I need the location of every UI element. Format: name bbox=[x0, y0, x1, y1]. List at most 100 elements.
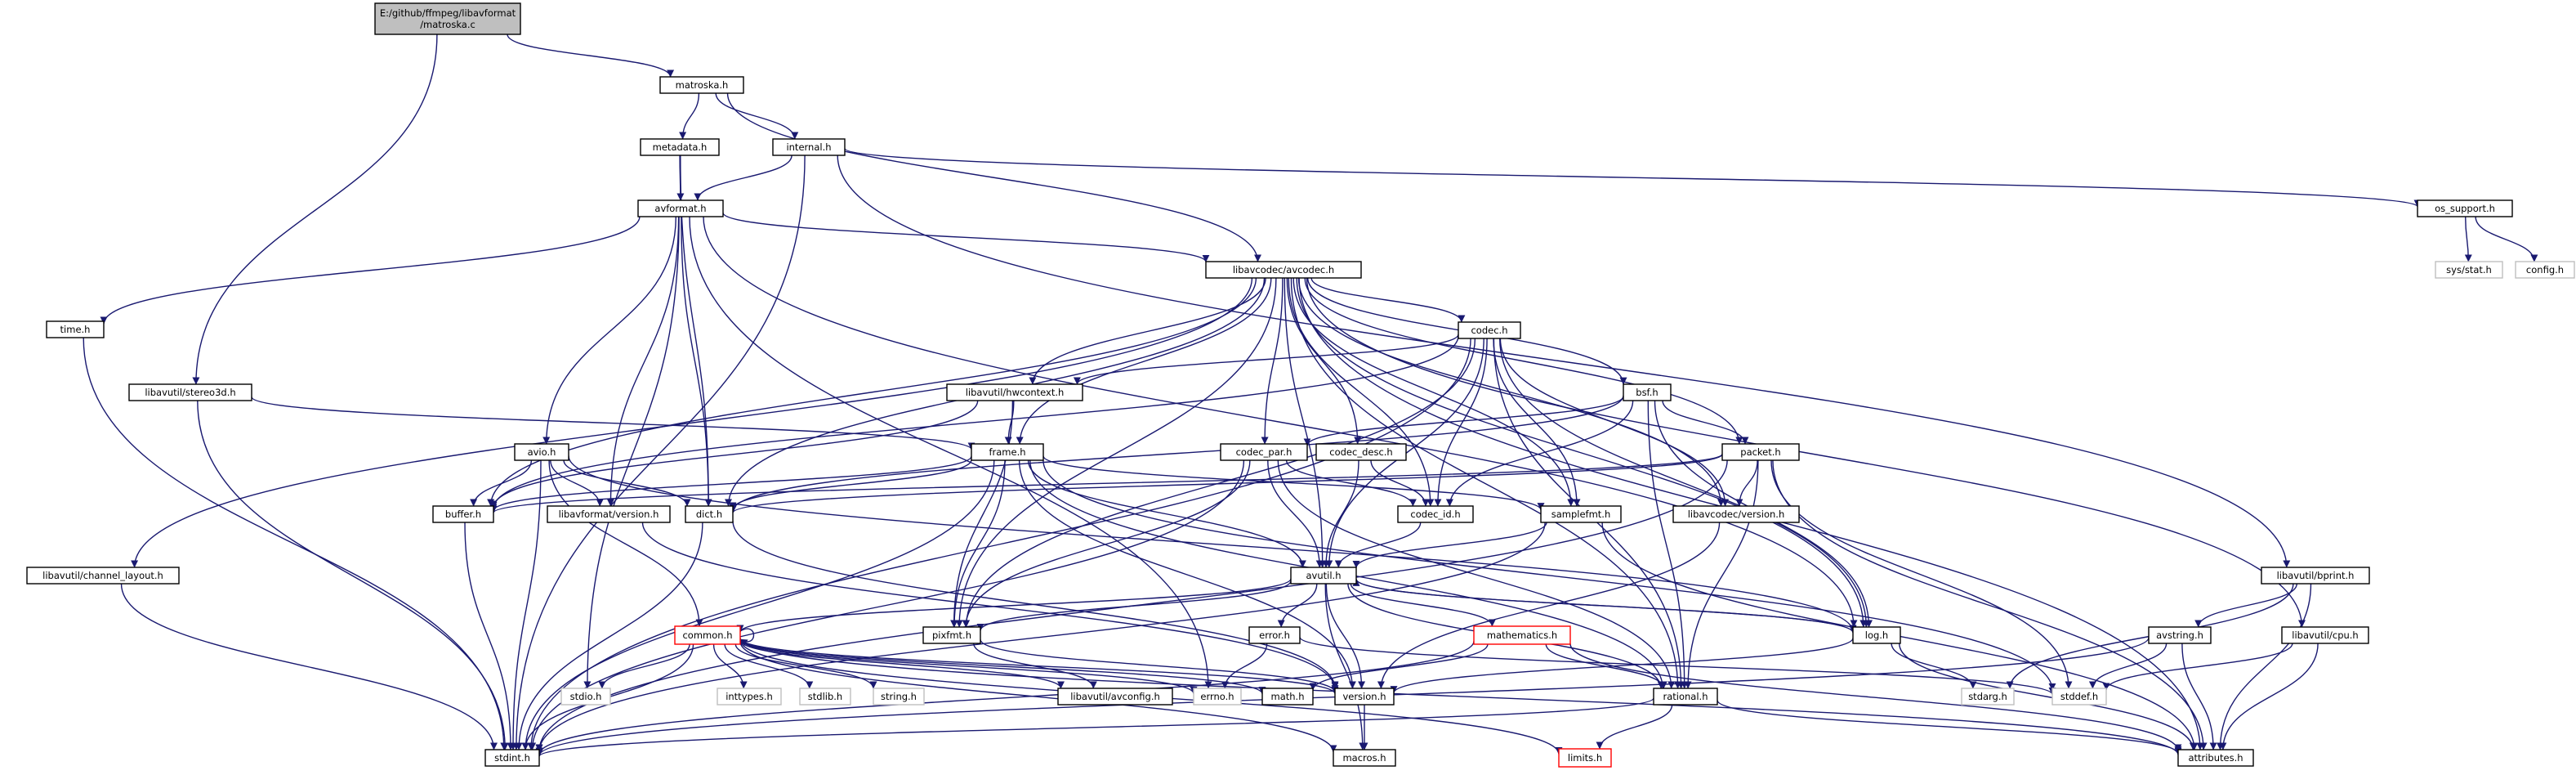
node-codec-par-h[interactable]: codec_par.h bbox=[1220, 443, 1308, 461]
node-stddef-h[interactable]: stddef.h bbox=[2051, 688, 2107, 706]
node-stdlib-h[interactable]: stdlib.h bbox=[799, 688, 851, 706]
edge-avcodec_h-to-buffer_h bbox=[487, 277, 1257, 507]
node-log-h[interactable]: log.h bbox=[1852, 626, 1901, 644]
node-codec-desc-h[interactable]: codec_desc.h bbox=[1315, 443, 1407, 461]
node-label: common.h bbox=[682, 629, 732, 641]
edge-packet_h-to-stddef_h bbox=[1770, 459, 2073, 689]
edge-avstring_h-to-attributes_h bbox=[2181, 643, 2217, 750]
edge-frame_h-to-version_h bbox=[1018, 459, 1356, 689]
node-internal-h[interactable]: internal.h bbox=[772, 138, 846, 156]
edge-avcodec_h-to-channel_layout_h bbox=[131, 277, 1253, 568]
node-os-support-h[interactable]: os_support.h bbox=[2417, 199, 2513, 217]
node-avformat-h[interactable]: avformat.h bbox=[637, 199, 724, 217]
edge-avcodec_h-to-cpu_h bbox=[1306, 277, 2306, 628]
node-time-h[interactable]: time.h bbox=[46, 320, 105, 338]
edge-avutil_h-to-common_h bbox=[736, 578, 1292, 633]
node-box bbox=[1397, 505, 1474, 523]
node-hwcontext-h[interactable]: libavutil/hwcontext.h bbox=[946, 383, 1083, 401]
node-rational-h[interactable]: rational.h bbox=[1653, 688, 1718, 706]
node-codec-h[interactable]: codec.h bbox=[1458, 321, 1521, 339]
edge-codec_h-to-log_h bbox=[1499, 338, 1870, 628]
node-label: stdint.h bbox=[494, 752, 530, 764]
node-channel-layout-h[interactable]: libavutil/channel_layout.h bbox=[26, 567, 180, 585]
edge-codec_id_h-to-avutil_h bbox=[1334, 522, 1422, 568]
node-stdio-h[interactable]: stdio.h bbox=[560, 688, 611, 706]
node-string-h[interactable]: string.h bbox=[873, 688, 925, 706]
node-box bbox=[1333, 749, 1396, 767]
node-label: math.h bbox=[1271, 691, 1305, 702]
node-metadata-h[interactable]: metadata.h bbox=[640, 138, 720, 156]
node-errno-h[interactable]: errno.h bbox=[1193, 688, 1242, 706]
node-label: mathematics.h bbox=[1487, 629, 1557, 641]
edge-stereo3d_h-to-stdint_h bbox=[197, 400, 509, 750]
node-avutil-h[interactable]: avutil.h bbox=[1290, 567, 1357, 585]
node-dict-h[interactable]: dict.h bbox=[685, 505, 734, 523]
edge-internal_h-to-avformat_h bbox=[694, 155, 792, 201]
edge-packet_h-to-dict_h bbox=[729, 454, 1723, 513]
edge-internal_h-to-os_support_h bbox=[844, 148, 2422, 208]
node-avcodec-h[interactable]: libavcodec/avcodec.h bbox=[1205, 261, 1362, 279]
node-samplefmt-h[interactable]: samplefmt.h bbox=[1540, 505, 1622, 523]
node-stereo3d-h[interactable]: libavutil/stereo3d.h bbox=[128, 383, 252, 401]
node-inttypes-h[interactable]: inttypes.h bbox=[717, 688, 782, 706]
node-mathematics-h[interactable]: mathematics.h bbox=[1473, 625, 1571, 645]
node-packet-h[interactable]: packet.h bbox=[1721, 443, 1800, 461]
node-label: version.h bbox=[1342, 691, 1386, 702]
node-box bbox=[1558, 748, 1612, 768]
node-macros-h[interactable]: macros.h bbox=[1333, 749, 1396, 767]
node-limits-h[interactable]: limits.h bbox=[1558, 748, 1612, 768]
edge-log_h-to-version_h bbox=[1390, 638, 1854, 694]
edge-avformat_h-to-time_h bbox=[100, 216, 641, 325]
node-root[interactable]: E:/github/ffmpeg/libavformat/matroska.c bbox=[374, 2, 521, 35]
node-frame-h[interactable]: frame.h bbox=[971, 443, 1044, 461]
node-label: metadata.h bbox=[653, 141, 708, 153]
edge-avutil_h-to-macros_h bbox=[1324, 583, 1367, 750]
edge-bprint_h-to-avstring_h bbox=[2194, 583, 2297, 628]
node-common-h[interactable]: common.h bbox=[674, 625, 741, 645]
node-label: matroska.h bbox=[676, 79, 729, 91]
node-pixfmt-h[interactable]: pixfmt.h bbox=[922, 626, 981, 644]
node-avconfig-h[interactable]: libavutil/avconfig.h bbox=[1057, 688, 1173, 706]
node-label: frame.h bbox=[989, 446, 1025, 458]
node-label: stdio.h bbox=[570, 691, 602, 702]
node-matroska-h[interactable]: matroska.h bbox=[659, 76, 744, 94]
node-stdint-h[interactable]: stdint.h bbox=[484, 749, 540, 767]
node-stdarg-h[interactable]: stdarg.h bbox=[1961, 688, 2015, 706]
node-avio-h[interactable]: avio.h bbox=[514, 443, 569, 461]
node-box bbox=[1248, 626, 1301, 644]
node-label: macros.h bbox=[1342, 752, 1386, 764]
edge-avio_h-to-common_h bbox=[548, 459, 703, 627]
node-math-h[interactable]: math.h bbox=[1261, 688, 1314, 706]
node-version-h[interactable]: version.h bbox=[1334, 688, 1395, 706]
node-avstring-h[interactable]: avstring.h bbox=[2148, 626, 2212, 644]
edge-hwcontext_h-to-frame_h bbox=[1004, 400, 1015, 445]
edge-hwcontext_h-to-buffer_h bbox=[489, 400, 979, 508]
edge-frame_h-to-stdint_h bbox=[521, 459, 995, 750]
node-box bbox=[547, 505, 671, 523]
node-buffer-h[interactable]: buffer.h bbox=[432, 505, 494, 523]
edge-common_h-to-stdlib_h bbox=[724, 643, 814, 689]
node-error-h[interactable]: error.h bbox=[1248, 626, 1301, 644]
node-label: libavcodec/version.h bbox=[1688, 508, 1785, 520]
node-avcodec-version-h[interactable]: libavcodec/version.h bbox=[1672, 505, 1800, 523]
node-attributes-h[interactable]: attributes.h bbox=[2177, 749, 2254, 767]
node-cpu-h[interactable]: libavutil/cpu.h bbox=[2281, 626, 2369, 644]
edge-bsf_h-to-codec_id_h bbox=[1445, 400, 1634, 507]
node-bprint-h[interactable]: libavutil/bprint.h bbox=[2261, 567, 2370, 585]
node-bsf-h[interactable]: bsf.h bbox=[1623, 383, 1672, 401]
node-sys-stat-h[interactable]: sys/stat.h bbox=[2435, 261, 2503, 279]
node-label: packet.h bbox=[1740, 446, 1780, 458]
node-label: internal.h bbox=[786, 141, 831, 153]
edge-dict_h-to-stdint_h bbox=[515, 522, 703, 750]
node-box bbox=[685, 505, 734, 523]
node-codec-id-h[interactable]: codec_id.h bbox=[1397, 505, 1474, 523]
edge-matroska_h-to-internal_h bbox=[715, 92, 799, 140]
edge-avcodec_h-to-pixfmt_h bbox=[955, 277, 1277, 628]
node-config-h[interactable]: config.h bbox=[2515, 261, 2575, 279]
node-label: libavutil/cpu.h bbox=[2292, 629, 2358, 641]
edge-samplefmt_h-to-stdint_h bbox=[535, 522, 1546, 752]
node-label: libavutil/hwcontext.h bbox=[966, 387, 1065, 398]
edge-os_support_h-to-config_h bbox=[2475, 216, 2538, 262]
node-avformat-version-h[interactable]: libavformat/version.h bbox=[547, 505, 671, 523]
node-box bbox=[2435, 261, 2503, 279]
